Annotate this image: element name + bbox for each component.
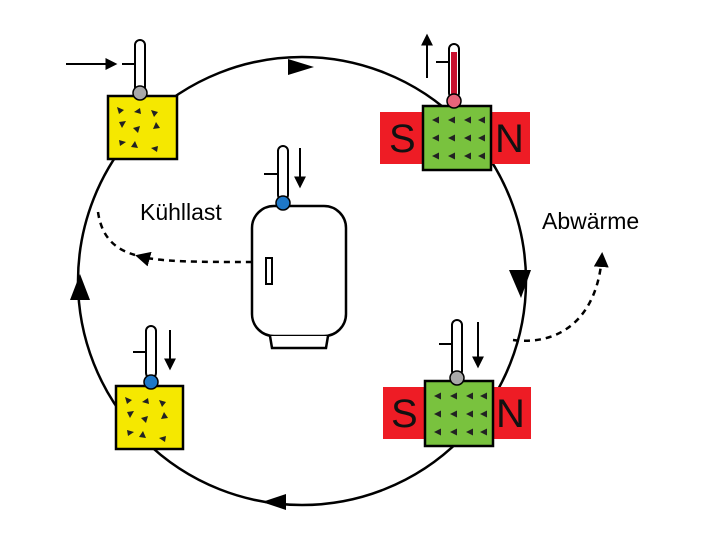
thermometer-cold-icon: [133, 325, 159, 390]
magnet-north-label: N: [495, 117, 524, 161]
material-block-demagnetized: [114, 384, 185, 451]
cycle-arrow-right: [509, 270, 531, 298]
stage-magnetized-top-right: S N: [380, 33, 530, 172]
magnet-south-label: S: [391, 392, 418, 436]
cooling-load-label: Kühllast: [140, 199, 222, 225]
magnet-south-label: S: [389, 117, 416, 161]
aligned-moments-icon: [432, 116, 485, 160]
stage-magnetized-bottom-right: S N: [383, 319, 531, 448]
stage-demagnetized-top-left: [66, 39, 179, 161]
cycle-arrow-bottom: [262, 494, 286, 510]
cooling-load-flow-start: [96, 211, 136, 257]
refrigerator-icon: [250, 145, 348, 350]
magnet-south-pole: [383, 387, 425, 439]
stage-demagnetized-bottom-left: [114, 325, 185, 451]
cycle-arrow-top: [288, 59, 314, 75]
aligned-moments-icon: [434, 392, 487, 436]
thermometer-cold-icon: [264, 145, 291, 211]
thermometer-neutral-icon: [439, 319, 465, 386]
random-moments-icon: [117, 107, 160, 152]
magnet-north-label: N: [496, 392, 525, 436]
refrigerator-handle: [265, 257, 273, 285]
thermometer-hot-icon: [436, 43, 462, 109]
waste-heat-label: Abwärme: [542, 208, 639, 234]
cooling-load-flow: [135, 251, 253, 267]
thermometer-neutral-icon: [122, 39, 148, 101]
waste-heat-flow: [512, 252, 609, 343]
magnet-north-pole: [491, 112, 530, 164]
random-moments-icon: [125, 397, 168, 442]
magnet-north-pole: [493, 387, 531, 439]
material-block-demagnetized: [106, 94, 179, 161]
cycle-arrow-left: [70, 274, 90, 300]
magnet-south-pole: [380, 112, 423, 164]
